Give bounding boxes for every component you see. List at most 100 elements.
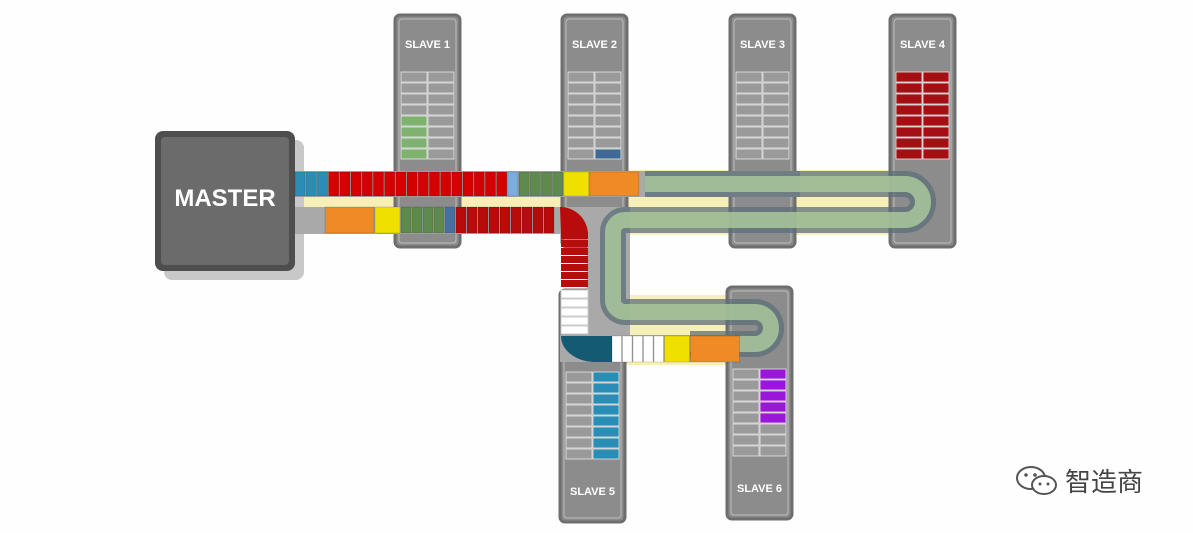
register-cell (567, 104, 595, 116)
register-cell (759, 423, 787, 435)
slave-label: SLAVE 4 (900, 39, 946, 51)
packet (499, 206, 511, 234)
packet (622, 335, 633, 363)
register-cell (732, 390, 760, 402)
register-cell (922, 115, 950, 127)
packet (305, 171, 317, 197)
register-cell (759, 390, 787, 402)
packet (690, 335, 740, 363)
packet (561, 232, 588, 239)
register-cell (594, 126, 622, 138)
packet (466, 206, 478, 234)
packet (400, 206, 412, 234)
register-cell (762, 137, 790, 149)
watermark-text: 智造商 (1065, 468, 1144, 498)
register-cell (732, 445, 760, 457)
master-label: MASTER (174, 185, 275, 212)
packet (473, 171, 485, 197)
packet (611, 335, 622, 363)
packet (411, 206, 423, 234)
packet (560, 325, 589, 335)
register-cell (922, 148, 950, 160)
register-cell (735, 104, 763, 116)
register-cell (400, 148, 428, 160)
register-cell (592, 382, 620, 394)
packet (451, 171, 463, 197)
register-cell (567, 71, 595, 83)
register-cell (592, 393, 620, 405)
register-cell (895, 104, 923, 116)
register-cell (735, 115, 763, 127)
packet (518, 171, 530, 197)
packet (589, 171, 640, 197)
register-cell (592, 415, 620, 427)
register-cell (759, 412, 787, 424)
packet (488, 206, 500, 234)
register-cell (567, 82, 595, 94)
packet (328, 171, 340, 197)
register-cell (895, 71, 923, 83)
register-cell (427, 148, 455, 160)
register-cell (762, 93, 790, 105)
register-cell (735, 126, 763, 138)
packet (440, 171, 452, 197)
register-cell (895, 137, 923, 149)
register-cell (732, 379, 760, 391)
register-cell (427, 115, 455, 127)
packet (294, 171, 306, 197)
register-cell (922, 82, 950, 94)
packet (422, 206, 434, 234)
register-cell (895, 82, 923, 94)
register-cell (759, 379, 787, 391)
packet (653, 335, 664, 363)
slave-label: SLAVE 6 (737, 483, 782, 495)
packet (428, 171, 440, 197)
register-cell (565, 448, 593, 460)
register-cell (400, 126, 428, 138)
packet (560, 207, 588, 234)
register-cell (400, 115, 428, 127)
wechat-icon (1016, 465, 1057, 495)
register-cell (594, 148, 622, 160)
register-cell (895, 115, 923, 127)
packet (561, 336, 612, 362)
register-cell (594, 71, 622, 83)
packet (560, 298, 589, 308)
slave-label: SLAVE 5 (570, 486, 615, 498)
register-cell (565, 415, 593, 427)
register-cell (762, 126, 790, 138)
register-cell (732, 368, 760, 380)
register-cell (922, 126, 950, 138)
packet (444, 206, 456, 234)
register-cell (762, 104, 790, 116)
register-cell (565, 393, 593, 405)
register-cell (427, 104, 455, 116)
register-cell (427, 137, 455, 149)
register-cell (400, 93, 428, 105)
register-cell (592, 404, 620, 416)
packet (560, 316, 589, 326)
packet (395, 171, 407, 197)
packet (529, 171, 541, 197)
packet (433, 206, 445, 234)
register-cell (565, 426, 593, 438)
packet (561, 264, 588, 271)
packet (462, 171, 474, 197)
register-cell (567, 126, 595, 138)
packet (541, 171, 553, 197)
register-cell (565, 404, 593, 416)
packet (552, 171, 564, 197)
packet (561, 272, 588, 279)
packet (643, 335, 654, 363)
register-cell (400, 82, 428, 94)
register-cell (922, 93, 950, 105)
packet (664, 335, 690, 363)
packet (417, 171, 429, 197)
register-cell (732, 434, 760, 446)
register-cell (922, 137, 950, 149)
packet (361, 171, 373, 197)
register-cell (400, 104, 428, 116)
register-cell (567, 93, 595, 105)
register-cell (565, 437, 593, 449)
